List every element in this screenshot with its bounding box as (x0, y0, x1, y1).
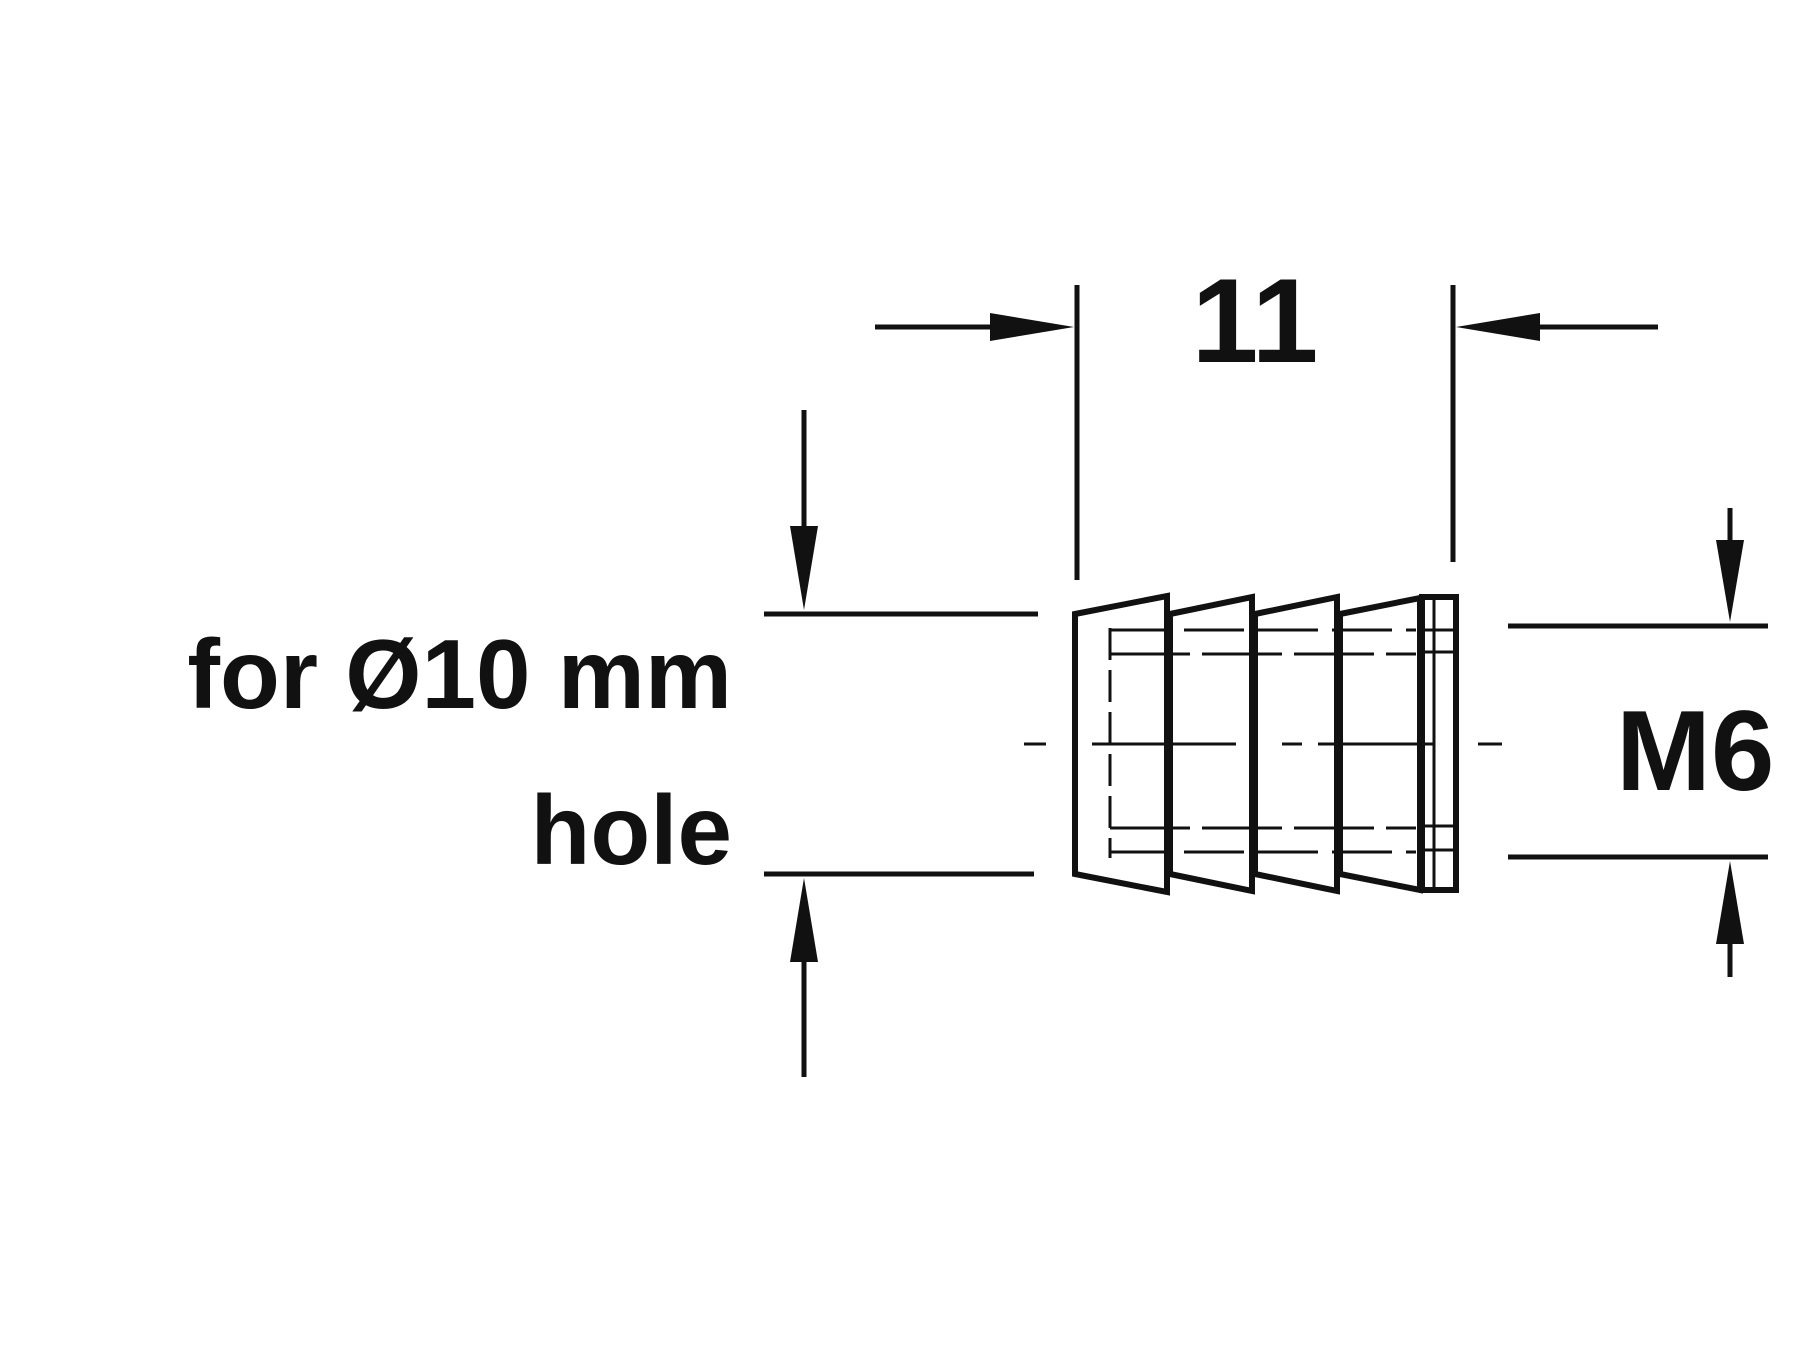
width-arrowhead-left (990, 313, 1074, 341)
hole-label-line1: for Ø10 mm (187, 619, 732, 729)
insert-flange (1419, 594, 1459, 893)
width-dimension-label: 11 (1192, 254, 1319, 388)
hole-label-line2: hole (531, 775, 732, 885)
insert-segment-3 (1252, 593, 1340, 895)
thread-arrowhead-bottom (1716, 861, 1744, 944)
width-arrowhead-right (1456, 313, 1540, 341)
hole-arrowhead-top (790, 526, 818, 610)
internal-thread-lines (1108, 628, 1416, 858)
hole-diameter-dimension: for Ø10 mm hole (187, 410, 1038, 1077)
insert-segment-2 (1167, 593, 1255, 895)
hole-arrowhead-bottom (790, 878, 818, 962)
threaded-insert (1024, 592, 1502, 896)
thread-dimension: M6 (1508, 508, 1774, 977)
thread-label: M6 (1616, 688, 1774, 815)
width-dimension: 11 (875, 254, 1658, 580)
thread-arrowhead-top (1716, 540, 1744, 622)
insert-segment-1 (1072, 592, 1170, 896)
